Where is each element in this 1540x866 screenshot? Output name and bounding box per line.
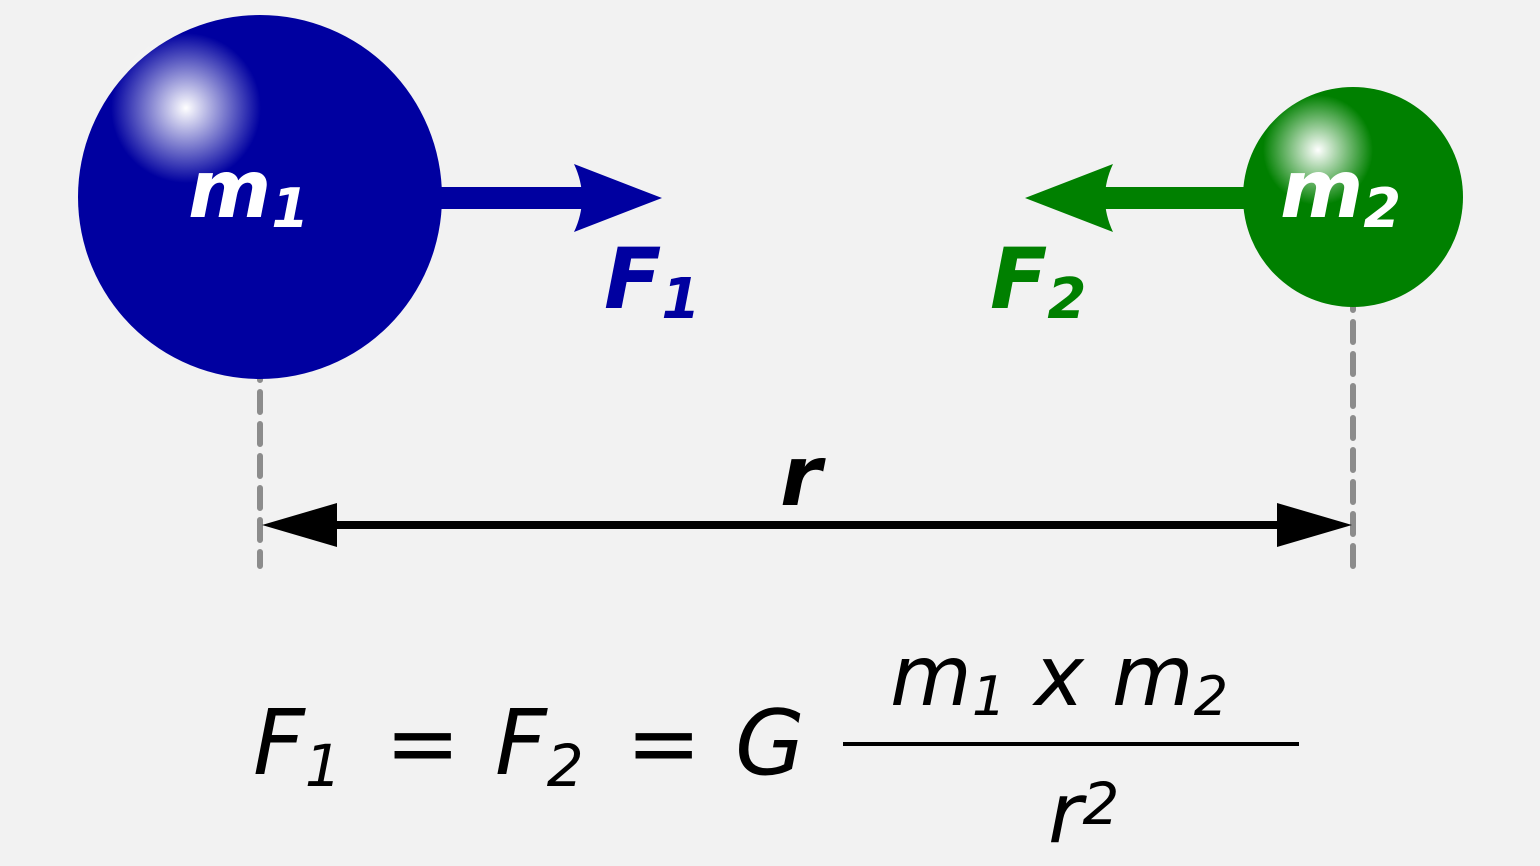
mass1-sphere (78, 15, 442, 379)
equation-f1: F1 (253, 691, 342, 800)
force1-label: F1 (604, 230, 700, 332)
equation-equals-1: = (385, 691, 460, 796)
mass1-label: m1 (188, 143, 309, 240)
equation-equals-2: = (626, 691, 701, 796)
force2-arrow (1025, 164, 1245, 232)
force2-label: F2 (990, 230, 1086, 332)
equation-constant-g: G (735, 691, 805, 796)
equation-fraction-bar (843, 742, 1299, 746)
mass2-sphere (1243, 87, 1463, 307)
equation-f2: F2 (495, 691, 584, 800)
distance-arrow (262, 503, 1352, 547)
force1-arrow (440, 164, 662, 232)
equation-denominator: r2 (1048, 764, 1119, 862)
distance-label: r (780, 427, 826, 525)
mass2-label: m2 (1280, 143, 1401, 240)
